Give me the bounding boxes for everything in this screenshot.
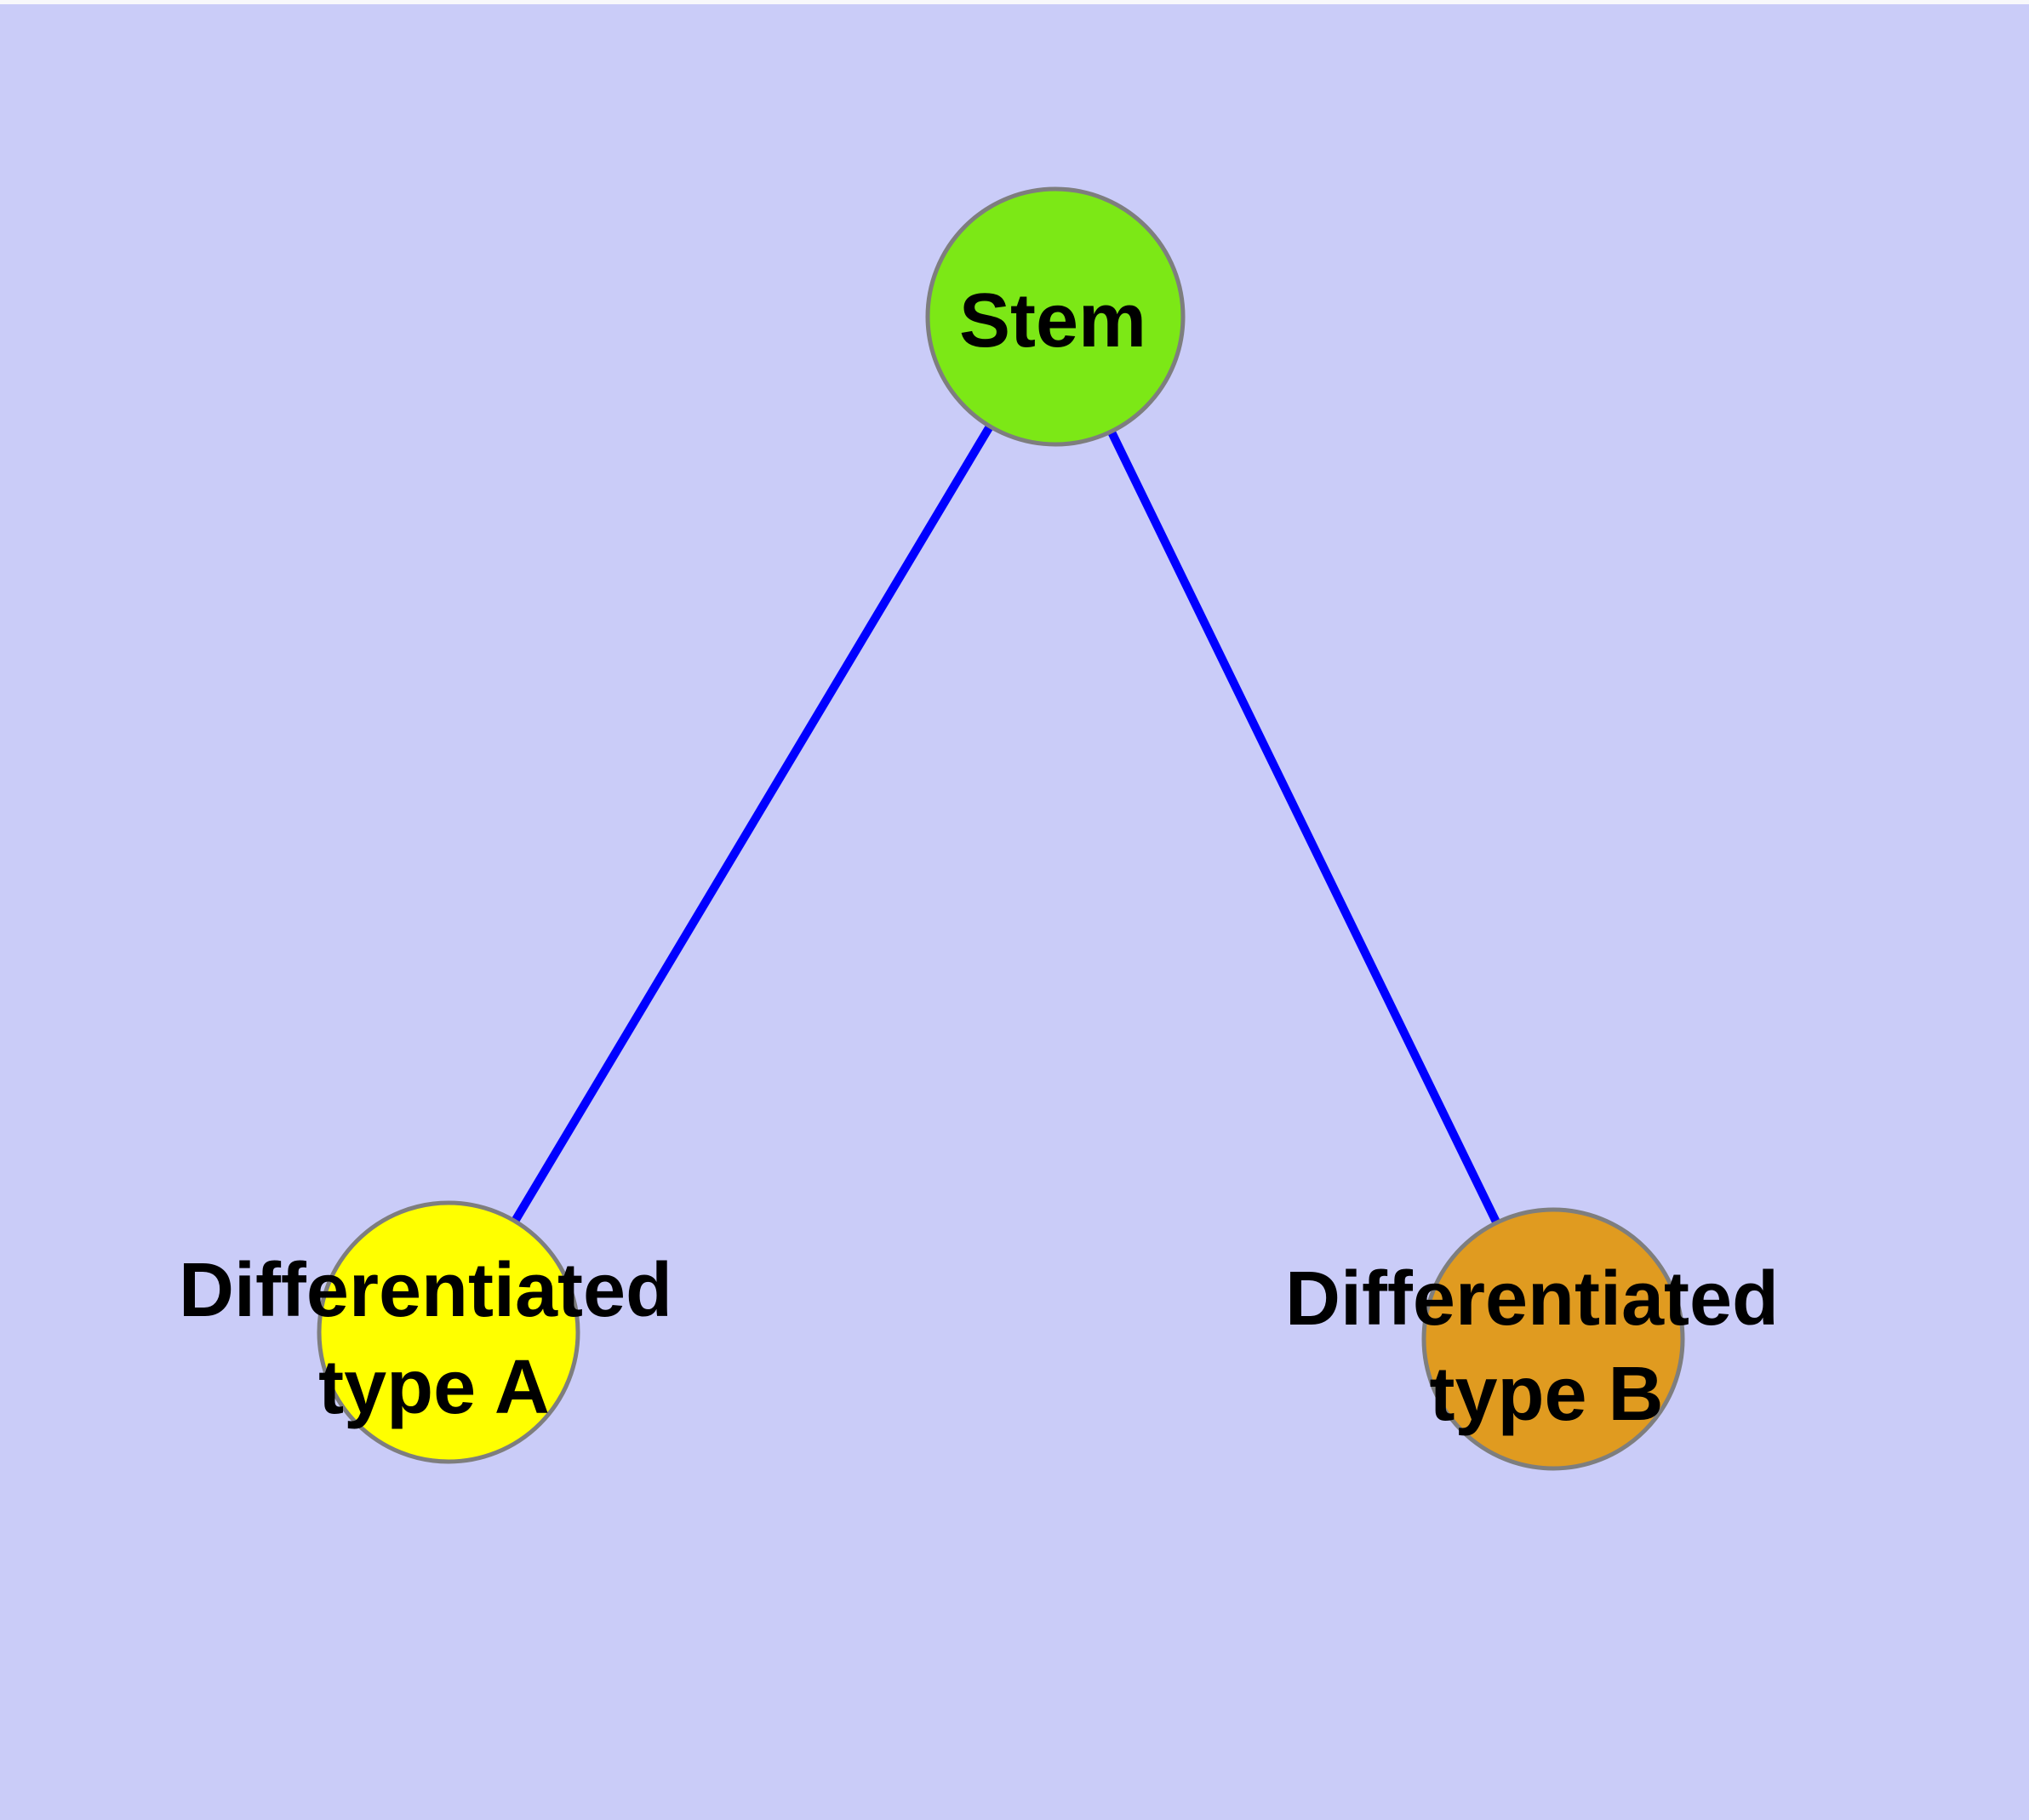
edge-stem-to-type-a	[444, 314, 1060, 1335]
node-stem	[925, 186, 1186, 447]
node-differentiated-type-b	[1421, 1207, 1685, 1471]
node-differentiated-type-a	[317, 1200, 580, 1464]
node-stem-label: Stem	[959, 278, 1146, 363]
edge-stem-to-type-b	[1051, 314, 1557, 1342]
window-top-strip	[0, 0, 2029, 4]
node-type-a-label-line1: Differentiated	[179, 1248, 672, 1333]
node-type-b-label-line1: Differentiated	[1285, 1256, 1779, 1342]
node-type-b-label-line2: type B	[1429, 1352, 1663, 1437]
node-type-a-label-line2: type A	[318, 1345, 550, 1430]
